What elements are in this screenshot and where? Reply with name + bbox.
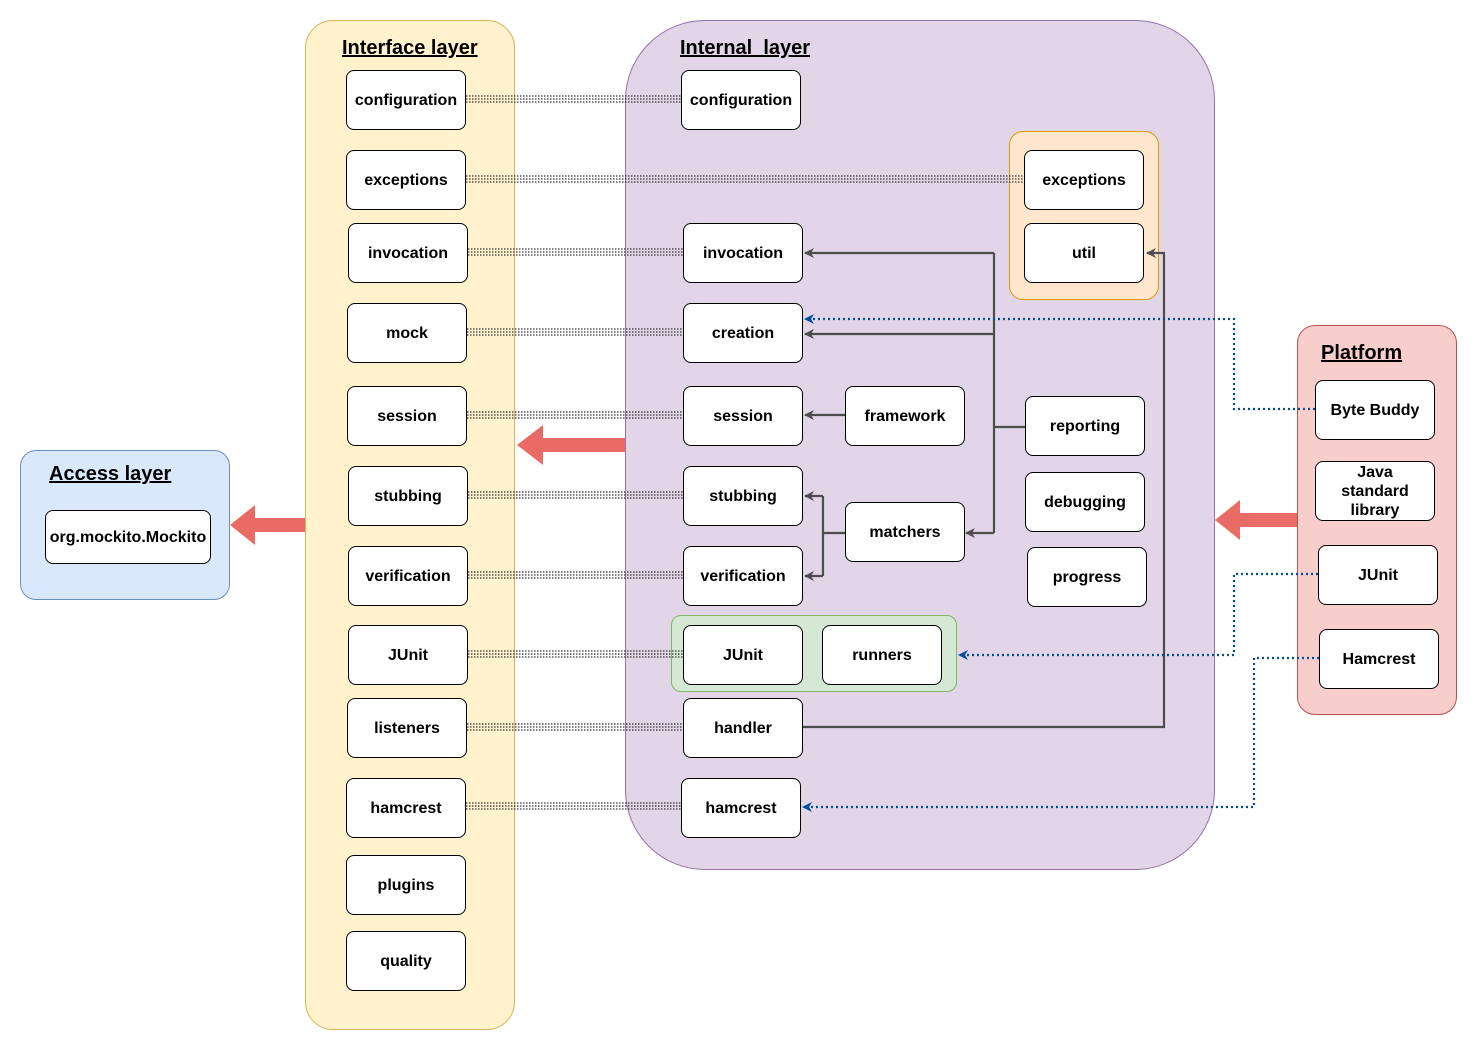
internal-debugging-node: debugging: [1025, 472, 1145, 532]
interface-plugins-node: plugins: [346, 855, 466, 915]
interface-layer-title: Interface layer: [342, 37, 478, 59]
platform-bytebuddy-node: Byte Buddy: [1315, 380, 1435, 440]
internal-matchers-node: matchers: [845, 502, 965, 562]
interface-listeners-node: listeners: [347, 698, 467, 758]
internal-layer-title: Internal layer: [680, 37, 811, 59]
platform-java-stdlib-node: Java standard library: [1315, 461, 1435, 521]
interface-mock-node: mock: [347, 303, 467, 363]
layer-flow-arrows: [230, 425, 1297, 545]
internal-configuration-node: configuration: [681, 70, 801, 130]
interface-to-access-arrow: [230, 505, 305, 545]
mockito-entry-node: org.mockito.Mockito: [45, 510, 211, 564]
internal-reporting-node: reporting: [1025, 396, 1145, 456]
interface-hamcrest-node: hamcrest: [346, 778, 466, 838]
internal-framework-node: framework: [845, 386, 965, 446]
internal-to-interface-arrow: [517, 425, 625, 465]
interface-session-node: session: [347, 386, 467, 446]
interface-junit-node: JUnit: [348, 625, 468, 685]
interface-quality-node: quality: [346, 931, 466, 991]
platform-hamcrest-node: Hamcrest: [1319, 629, 1439, 689]
platform-junit-node: JUnit: [1318, 545, 1438, 605]
internal-creation-node: creation: [683, 303, 803, 363]
internal-invocation-node: invocation: [683, 223, 803, 283]
platform-title: Platform: [1321, 342, 1403, 364]
internal-dependency-arrows: [803, 248, 1166, 729]
access-layer-title: Access layer: [49, 463, 172, 485]
interface-exceptions-node: exceptions: [346, 150, 466, 210]
interface-internal-links: [466, 95, 1025, 810]
internal-hamcrest-node: hamcrest: [681, 778, 801, 838]
interface-verification-node: verification: [348, 546, 468, 606]
internal-stubbing-node: stubbing: [683, 466, 803, 526]
interface-invocation-node: invocation: [348, 223, 468, 283]
interface-configuration-node: configuration: [346, 70, 466, 130]
internal-util-node: util: [1024, 223, 1144, 283]
interface-stubbing-node: stubbing: [348, 466, 468, 526]
platform-dependency-arrows: [802, 314, 1319, 812]
internal-handler-node: handler: [683, 698, 803, 758]
internal-exceptions-node: exceptions: [1024, 150, 1144, 210]
internal-session-node: session: [683, 386, 803, 446]
internal-junit-node: JUnit: [683, 625, 803, 685]
internal-verification-node: verification: [683, 546, 803, 606]
internal-runners-node: runners: [822, 625, 942, 685]
internal-progress-node: progress: [1027, 547, 1147, 607]
platform-to-internal-arrow: [1215, 500, 1297, 540]
